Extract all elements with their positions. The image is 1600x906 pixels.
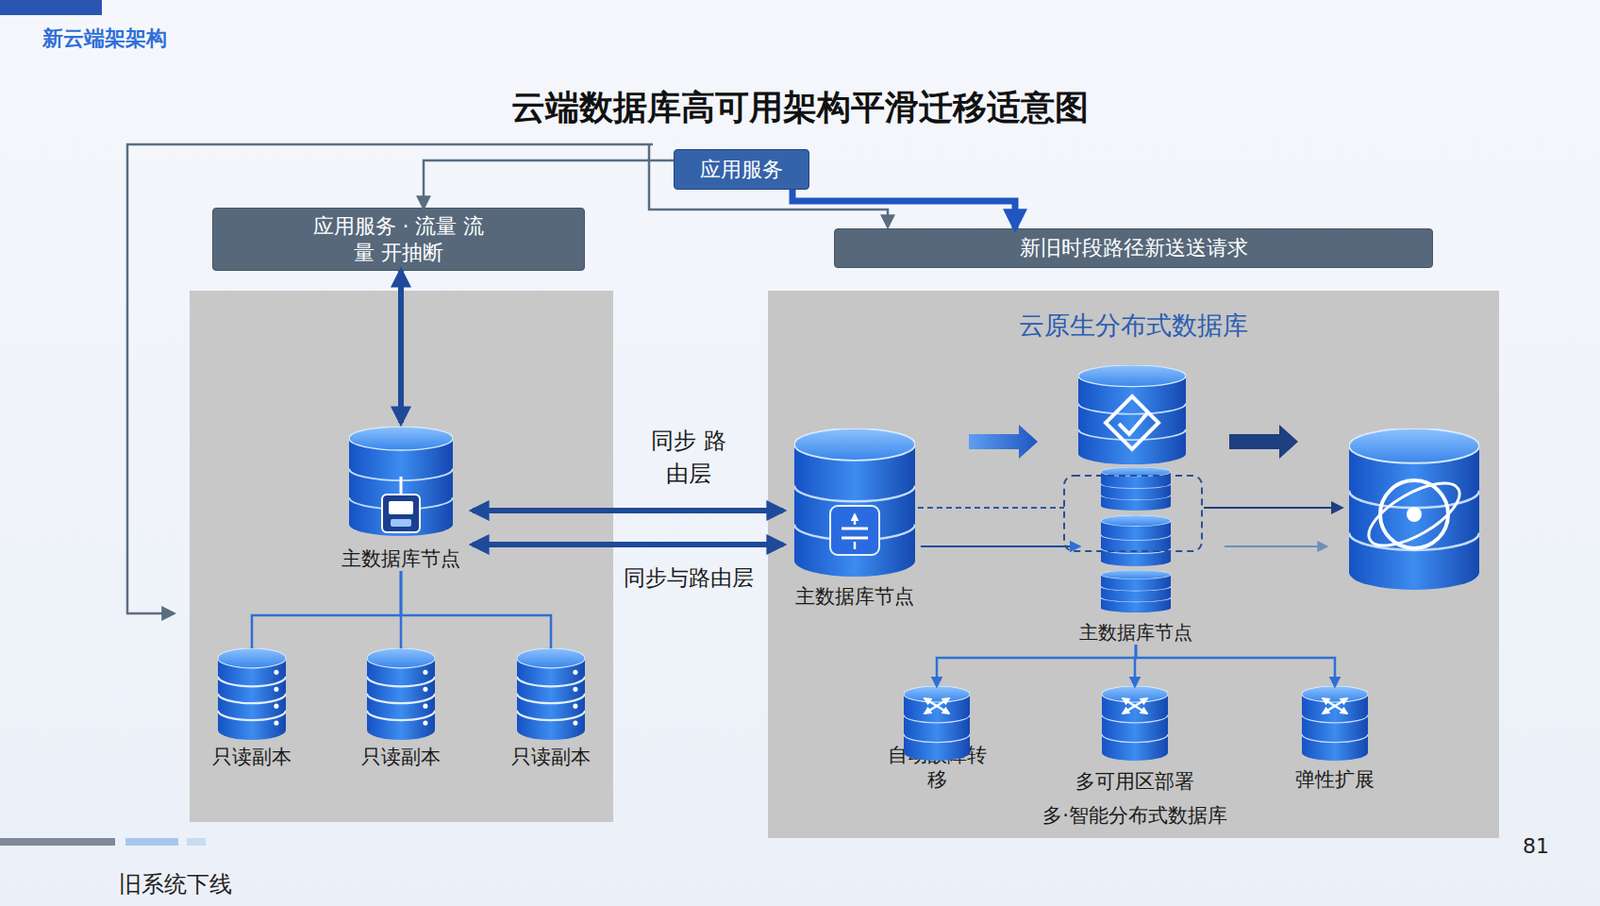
cluster-panel: 云原生分布式数据库主数据库节点主数据库节点自动故障转移多可用区部署多·智能分布式… (767, 290, 1500, 838)
database-icon (1349, 428, 1480, 590)
traffic-box: 应用服务 · 流量 流量 开抽断 (212, 207, 585, 271)
check-glyph (1105, 396, 1159, 450)
feature-icon (1301, 685, 1368, 761)
edge-label: 同步 路由层 (650, 424, 727, 491)
logo-text: 新云端架架构 (42, 24, 167, 53)
master-glyph (830, 505, 880, 555)
orbit-glyph (1359, 470, 1469, 558)
database-icon (1100, 569, 1171, 613)
device-glyph (382, 476, 420, 533)
connector (398, 270, 404, 423)
database-icon (349, 426, 453, 536)
connector (1135, 644, 1335, 686)
feature-node: 自动故障转移 (880, 685, 994, 792)
footer-note: 旧系统下线 (118, 868, 233, 900)
node-label: 只读副本 (212, 744, 292, 769)
footer-bar (0, 837, 116, 846)
connector (400, 570, 551, 649)
database-node: 主数据库节点 (1079, 464, 1193, 645)
flow-line (1224, 545, 1327, 548)
replica-icon (366, 648, 435, 740)
connector (920, 545, 1080, 548)
edge-label: 同步与路由层 (613, 562, 765, 594)
connector (472, 541, 784, 548)
footer-bar (186, 837, 206, 846)
node-label: 应用服务 (700, 156, 784, 184)
feature-icon (1101, 685, 1168, 761)
corner-bar (0, 0, 102, 16)
node-label: 主数据库节点 (1079, 620, 1193, 645)
node-sublabel: 多·智能分布式数据库 (1042, 802, 1228, 828)
node-label: 只读副本 (361, 744, 441, 769)
service-box: 应用服务 (673, 149, 810, 190)
feature-node: 多可用区部署多·智能分布式数据库 (1021, 685, 1249, 828)
node-label: 自动故障转移 (880, 742, 994, 793)
replica-node: 只读副本 (344, 648, 458, 769)
traffic-wire (649, 144, 888, 227)
dashed-link (917, 506, 1065, 509)
connector (251, 570, 401, 649)
replica-node: 只读副本 (195, 648, 309, 769)
node-label: 弹性扩展 (1295, 766, 1375, 792)
replica-icon (516, 648, 585, 740)
node-label: 云原生分布式数据库 (1018, 309, 1249, 342)
cross-glyph (924, 698, 1348, 714)
connector (423, 160, 674, 208)
connector (792, 189, 1016, 229)
database-icon (1078, 365, 1186, 465)
connector (472, 507, 784, 514)
footer-bar (125, 837, 179, 846)
feature-icon (903, 685, 970, 761)
database-node: 主数据库节点 (788, 424, 921, 609)
node-label: 新旧时段路径新送送请求 (1019, 234, 1249, 262)
node-label: 多可用区部署 (1075, 768, 1195, 794)
replica-node: 只读副本 (494, 648, 608, 769)
node-label: 应用服务 · 流量 流量 开抽断 (309, 213, 489, 266)
routing-box: 新旧时段路径新送送请求 (833, 228, 1434, 268)
diagram-title: 云端数据库高可用架构平滑迁移适意图 (0, 84, 1600, 132)
feature-node: 弹性扩展 (1278, 685, 1392, 792)
database-icon (1100, 466, 1171, 511)
block-arrow (1229, 424, 1299, 459)
node-label: 只读副本 (511, 744, 591, 769)
database-icon (794, 428, 916, 577)
flow-line (1203, 506, 1342, 509)
connector (1134, 644, 1136, 686)
node-label: 主数据库节点 (795, 583, 915, 609)
legacy-panel (189, 290, 614, 822)
block-arrow (968, 424, 1038, 459)
page-number: 81 (1522, 833, 1550, 858)
dashed-group (1064, 475, 1202, 551)
connector (400, 570, 403, 649)
database-node: 主数据库节点 (334, 422, 467, 571)
database-icon (1100, 515, 1171, 567)
node-label: 主数据库节点 (341, 546, 461, 571)
connector (936, 644, 1136, 686)
traffic-wire (127, 144, 653, 614)
replica-icon (217, 648, 286, 740)
